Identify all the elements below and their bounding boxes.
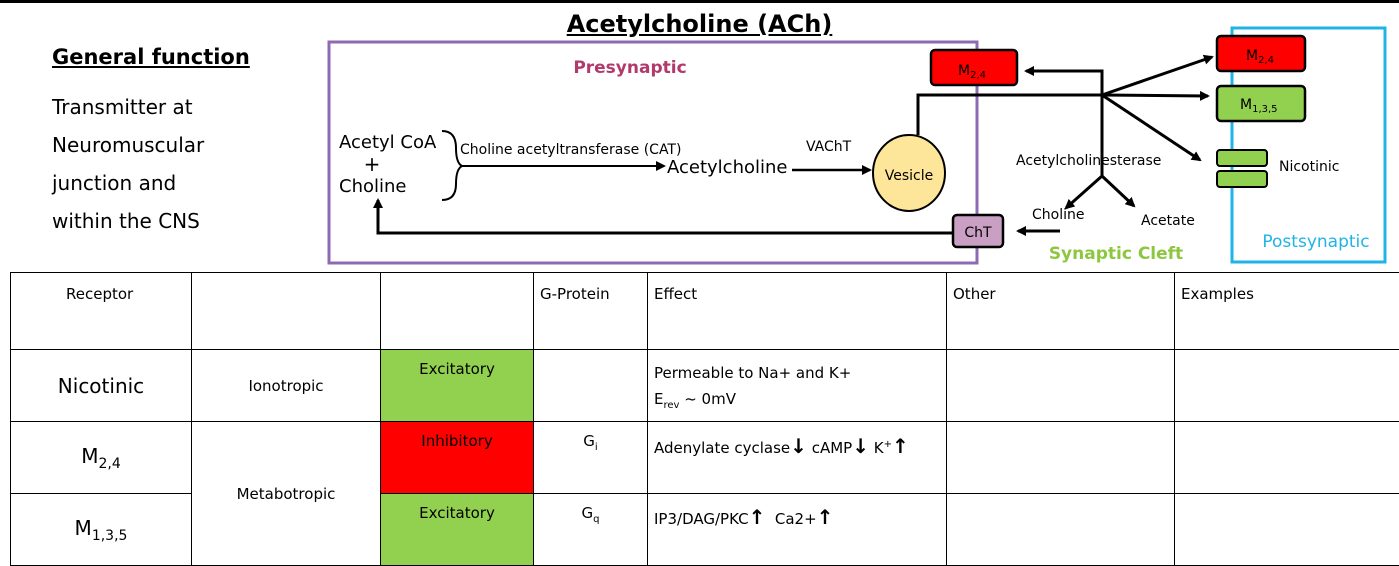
table-row: M2,4 Metabotropic Inhibitory Gi Adenylat… xyxy=(11,422,1399,494)
cht-label: ChT xyxy=(964,225,992,241)
header-cell: G-Protein xyxy=(534,273,648,350)
synaptic-cleft-label: Synaptic Cleft xyxy=(1049,244,1183,264)
receptor-name: M1,3,5 xyxy=(11,494,192,566)
effect-detail: Permeable to Na+ and K+ Erev ~ 0mV xyxy=(648,350,947,422)
to-nicotinic-arrow xyxy=(1102,95,1200,160)
to-choline-arrow xyxy=(1066,176,1102,208)
receptor-name: M2,4 xyxy=(11,422,192,494)
nicotinic-label: Nicotinic xyxy=(1279,159,1339,175)
nicotinic-subunit-top xyxy=(1217,150,1267,166)
to-acetate-arrow xyxy=(1102,176,1134,206)
cleft-choline-label: Choline xyxy=(1032,207,1084,223)
header-cell xyxy=(192,273,381,350)
down-arrow-icon: ↓ xyxy=(790,434,807,458)
receptor-table: Receptor G-Protein Effect Other Examples… xyxy=(10,272,1399,566)
down-arrow-icon: ↓ xyxy=(852,434,869,458)
up-arrow-icon: ↑ xyxy=(817,505,834,529)
other-cell xyxy=(947,422,1175,494)
nicotinic-subunit-bottom xyxy=(1217,171,1267,187)
synapse-diagram: Presynaptic Postsynaptic Acetyl CoA + Ch… xyxy=(0,0,1399,272)
gprotein-cell xyxy=(534,350,648,422)
up-arrow-icon: ↑ xyxy=(892,434,909,458)
header-cell: Examples xyxy=(1175,273,1399,350)
presynaptic-label: Presynaptic xyxy=(573,58,686,78)
vacht-label: VAChT xyxy=(806,139,852,155)
header-cell: Receptor xyxy=(11,273,192,350)
brace xyxy=(442,131,462,200)
other-cell xyxy=(947,350,1175,422)
postsynaptic-label: Postsynaptic xyxy=(1262,232,1369,252)
gprotein-cell: Gi xyxy=(534,422,648,494)
acetylcholine-label: Acetylcholine xyxy=(667,157,787,178)
examples-cell xyxy=(1175,422,1399,494)
receptor-type: Ionotropic xyxy=(192,350,381,422)
to-m135-arrow xyxy=(1102,95,1208,96)
table-row: Nicotinic Ionotropic Excitatory Permeabl… xyxy=(11,350,1399,422)
to-m24-post-arrow xyxy=(1102,57,1212,95)
effect-badge: Excitatory xyxy=(381,494,534,566)
erev-line: Erev ~ 0mV xyxy=(654,390,736,408)
effect-badge: Excitatory xyxy=(381,350,534,422)
header-cell: Other xyxy=(947,273,1175,350)
effect-line: Permeable to Na+ and K+ xyxy=(654,364,851,382)
effect-detail: IP3/DAG/PKC↑ Ca2+↑ xyxy=(648,494,947,566)
other-cell xyxy=(947,494,1175,566)
vesicle-label: Vesicle xyxy=(885,168,934,184)
examples-cell xyxy=(1175,494,1399,566)
release-path xyxy=(918,95,1102,135)
examples-cell xyxy=(1175,350,1399,422)
acetate-label: Acetate xyxy=(1141,213,1195,229)
to-m24-pre-arrow xyxy=(1026,71,1102,95)
receptor-name: Nicotinic xyxy=(11,350,192,422)
cat-enzyme-label: Choline acetyltransferase (CAT) xyxy=(460,142,681,158)
plus-sign: + xyxy=(364,152,381,176)
reuptake-arrow xyxy=(378,200,953,233)
receptor-type: Metabotropic xyxy=(192,422,381,566)
up-arrow-icon: ↑ xyxy=(749,505,766,529)
effect-badge: Inhibitory xyxy=(381,422,534,494)
choline-label: Choline xyxy=(339,176,406,197)
acetyl-coa-label: Acetyl CoA xyxy=(339,132,437,153)
header-cell xyxy=(381,273,534,350)
gprotein-cell: Gq xyxy=(534,494,648,566)
header-cell: Effect xyxy=(648,273,947,350)
effect-detail: Adenylate cyclase↓ cAMP↓ K+↑ xyxy=(648,422,947,494)
acetylcholinesterase-label: Acetylcholinesterase xyxy=(1016,153,1161,169)
table-header-row: Receptor G-Protein Effect Other Examples xyxy=(11,273,1399,350)
